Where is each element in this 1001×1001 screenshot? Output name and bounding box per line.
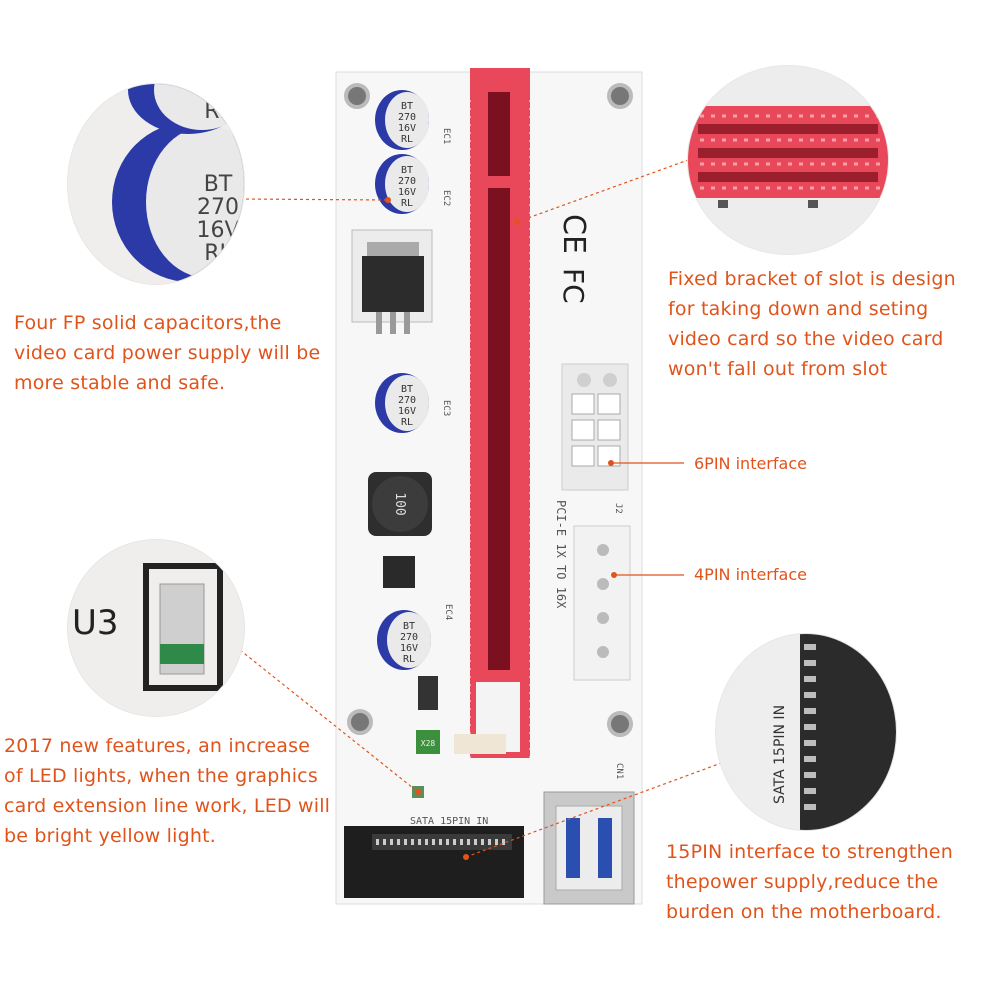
capacitor-ec4 [377,610,431,670]
cap-text-3-line2: 270 [398,395,416,406]
cap-text-1-line2: 270 [398,112,416,123]
callout-bracket-line1: Fixed bracket of slot is design [668,268,956,290]
sata-board-text: SATA 15PIN IN [410,816,488,827]
cap-text-4-line1: BT [403,621,415,632]
cap-text-2-line2: 270 [398,176,416,187]
fuse-marking: X28 [421,739,436,748]
svg-text:CE: CE [556,214,591,254]
callout-led-line2: of LED lights, when the graphics [4,765,318,787]
callout-4pin: 4PIN interface [694,565,807,584]
cap-text-4-line2: 270 [400,632,418,643]
capacitor-group [375,90,431,670]
callout-6pin: 6PIN interface [694,454,807,473]
usb3-port [543,791,635,905]
label-ec2: EC2 [441,190,451,206]
callout-capacitors-line1: Four FP solid capacitors,the [14,312,282,334]
zoom-sata-text: SATA 15PIN IN [772,705,788,804]
fuse [416,730,440,754]
certification-marks: CE FC [556,214,591,304]
callout-led-line1: 2017 new features, an increase [4,735,311,757]
callout-sata-line2: thepower supply,reduce the [666,871,939,893]
cap-text-1-line1: BT [401,101,413,112]
cap-text-4-line4: RL [403,654,415,665]
label-ec1: EC1 [441,128,451,144]
voltage-regulator [351,229,433,334]
callout-sata: 15PIN interface to strengthen thepower s… [666,837,996,927]
callout-sata-line1: 15PIN interface to strengthen [666,841,953,863]
cap-text-2-line3: 16V [398,187,416,198]
label-ec4: EC4 [443,604,453,620]
cap-text-3-line4: RL [401,417,413,428]
zoom-sata: SATA 15PIN IN [716,634,896,830]
zoom-capacitors: BT 270 16V RL RL [68,84,244,284]
callout-capacitors-line3: more stable and safe. [14,372,226,394]
j2-label: J2 [613,503,623,514]
diode [418,676,438,710]
cap-text-2-line4: RL [401,198,413,209]
cap-text-3-line3: 16V [398,406,416,417]
six-pin-connector [561,363,629,491]
callout-led-line4: be bright yellow light. [4,825,216,847]
zoom-slot-bracket [688,66,888,254]
zoom-cap-line1: BT [204,172,233,197]
cap-text-3-line1: BT [401,384,413,395]
cap-text-2-line1: BT [401,165,413,176]
callout-leader-lines [239,159,744,858]
cap-text-1-line3: 16V [398,123,416,134]
callout-sata-line3: burden on the motherboard. [666,901,942,923]
callout-bracket-line3: video card so the video card [668,328,944,350]
zoom-cap-line2: 270 [197,195,239,220]
callout-bracket: Fixed bracket of slot is design for taki… [668,264,998,384]
inductor-marking: 100 [392,492,407,515]
label-ec3: EC3 [441,400,451,416]
inductor: 100 [368,472,432,536]
four-pin-connector [573,525,631,681]
zoom-led: U3 [68,540,244,716]
pcie-x16-slot [454,68,530,758]
cap-text-1-line4: RL [401,134,413,145]
zoom-led-label: U3 [72,603,119,643]
callout-capacitors: Four FP solid capacitors,the video card … [14,308,346,398]
callout-led-line3: card extension line work, LED will [4,795,331,817]
pcie-board-text: PCI-E 1X TO 16X [554,500,568,609]
chip-ic [383,556,415,588]
capacitor-ec3 [375,373,429,433]
callout-led: 2017 new features, an increase of LED li… [4,731,344,851]
svg-text:FC: FC [557,268,590,304]
cap-text-4-line3: 16V [400,643,418,654]
mounting-holes [344,83,633,737]
callout-bracket-line2: for taking down and seting [668,298,929,320]
callout-bracket-line4: won't fall out from slot [668,358,888,380]
cn1-label: CN1 [614,763,624,779]
sata-connector [344,826,524,898]
callout-capacitors-line2: video card power supply will be [14,342,321,364]
capacitor-ec1 [375,90,429,150]
